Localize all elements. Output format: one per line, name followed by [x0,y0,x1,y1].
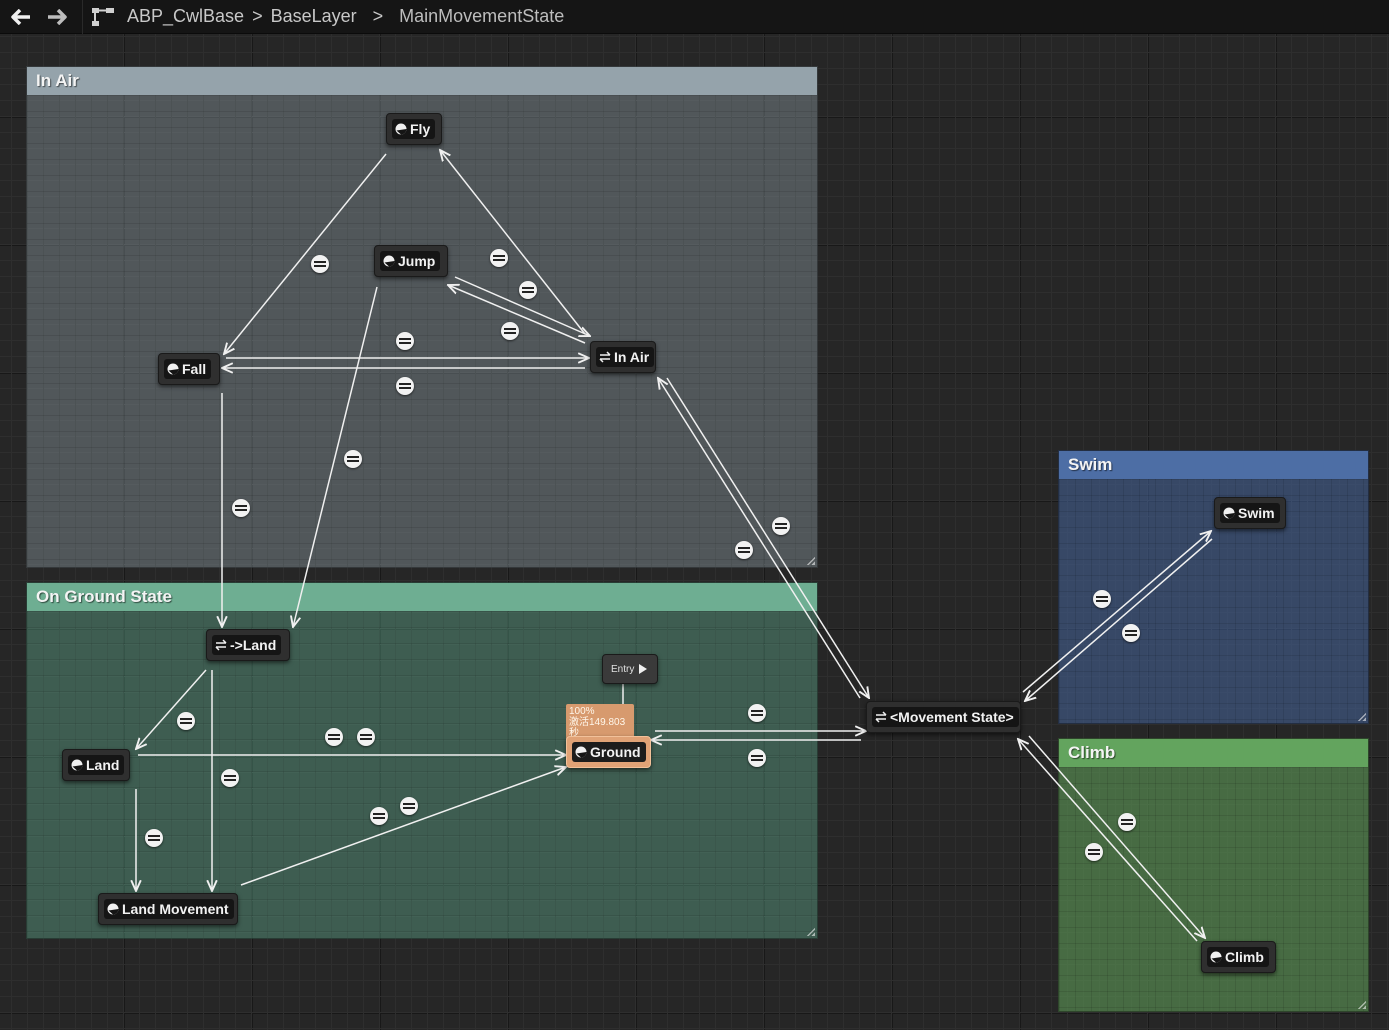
state-label: <Movement State> [890,709,1014,725]
state-label: Climb [1225,949,1264,965]
entry-label: Entry [611,663,635,675]
state-node-fly[interactable]: Fly [386,113,442,145]
transition-rule-icon[interactable] [325,728,343,746]
resize-handle[interactable] [806,927,815,936]
transition-movementstate-swim[interactable] [1022,531,1211,693]
transition-rule-icon[interactable] [501,322,519,340]
transition-rule-icon[interactable] [221,769,239,787]
comment-title[interactable]: Swim [1059,451,1368,479]
state-label: Land Movement [122,901,229,917]
breadcrumb-layer[interactable]: BaseLayer [270,6,357,26]
state-label: Ground [590,744,641,760]
state-node-land[interactable]: Land [62,749,130,781]
state-machine-icon [92,7,114,26]
state-node-jump[interactable]: Jump [374,245,448,277]
state-icon [1223,507,1235,519]
transition-rule-icon[interactable] [232,499,250,517]
transition-toland-land[interactable] [136,669,207,749]
entry-node[interactable]: Entry [602,654,658,684]
transition-inair-fly[interactable] [440,150,586,335]
resize-handle[interactable] [806,556,815,565]
toolbar-divider [82,0,83,34]
state-node-climb[interactable]: Climb [1201,941,1276,973]
state-icon [1210,951,1222,963]
comment-title[interactable]: In Air [27,67,817,95]
comment-on-ground-state[interactable]: On Ground State [26,582,818,939]
breadcrumb-anim-blueprint[interactable]: ABP_CwlBase [127,6,245,26]
transition-rule-icon[interactable] [1118,813,1136,831]
transition-rule-icon[interactable] [490,249,508,267]
state-node-land-movement[interactable]: Land Movement [98,893,238,925]
transition-rule-icon[interactable] [344,450,362,468]
transition-inair-jump[interactable] [448,285,586,344]
transition-landmovement-ground[interactable] [240,767,566,886]
transition-inair-movementstate[interactable] [666,377,869,698]
transition-rule-icon[interactable] [311,255,329,273]
state-label: Fly [410,121,431,137]
conduit-icon [875,711,887,723]
state-label: Swim [1238,505,1275,521]
transition-jump-toland[interactable] [293,286,378,627]
transition-rule-icon[interactable] [396,332,414,350]
conduit-node-to-land[interactable]: ->Land [206,629,290,661]
transition-rule-icon[interactable] [357,728,375,746]
state-icon [383,255,395,267]
state-label: In Air [614,349,650,365]
state-label: ->Land [230,637,277,653]
state-node-fall[interactable]: Fall [158,353,220,385]
conduit-icon [599,351,611,363]
state-icon [167,363,179,375]
breadcrumb-chevron-icon: > [372,6,384,26]
transition-rule-icon[interactable] [1122,624,1140,642]
state-node-ground[interactable]: Ground [566,736,651,768]
forward-arrow-icon [48,8,67,25]
transition-rule-icon[interactable] [370,807,388,825]
transition-rule-icon[interactable] [772,517,790,535]
transition-rule-icon[interactable] [400,797,418,815]
comment-in-air[interactable]: In Air [26,66,818,568]
back-arrow-icon [11,8,30,25]
resize-handle[interactable] [1357,1000,1366,1009]
transition-rule-icon[interactable] [177,712,195,730]
transition-rule-icon[interactable] [748,749,766,767]
forward-button[interactable] [42,2,72,32]
transition-rule-icon[interactable] [1085,843,1103,861]
comment-title[interactable]: Climb [1059,739,1368,767]
graph-breadcrumb-bar: ABP_CwlBase > BaseLayer > MainMovementSt… [0,0,1389,34]
active-state-weight-tooltip: 100% 激活149.803秒 [566,704,634,741]
transition-rule-icon[interactable] [396,377,414,395]
state-icon [575,746,587,758]
transition-rule-icon[interactable] [1093,590,1111,608]
transition-rule-icon[interactable] [748,704,766,722]
state-label: Land [86,757,120,773]
state-alias-node-movement-state[interactable]: <Movement State> [866,701,1021,733]
transition-rule-icon[interactable] [519,281,537,299]
breadcrumb-chevron-icon: > [252,6,263,26]
breadcrumb-state-machine[interactable]: MainMovementState [399,6,565,26]
comment-title[interactable]: On Ground State [27,583,817,611]
state-icon [71,759,83,771]
state-label: Fall [182,361,207,377]
transition-climb-movementstate[interactable] [1018,739,1198,942]
transition-swim-movementstate[interactable] [1025,538,1213,701]
conduit-node-in-air[interactable]: In Air [590,341,656,373]
active-weight: 100% [569,706,595,717]
transition-movementstate-climb[interactable] [1028,735,1205,938]
state-label: Jump [398,253,436,269]
back-button[interactable] [6,2,36,32]
transition-rule-icon[interactable] [735,541,753,559]
transition-fly-fall[interactable] [224,153,387,354]
transition-movementstate-inair[interactable] [658,378,861,699]
state-icon [395,123,407,135]
active-time: 激活149.803秒 [569,717,626,739]
state-icon [107,903,119,915]
play-arrow-icon [639,664,648,674]
resize-handle[interactable] [1357,712,1366,721]
transition-rule-icon[interactable] [145,829,163,847]
state-node-swim[interactable]: Swim [1214,497,1286,529]
conduit-icon [215,639,227,651]
transition-jump-inair[interactable] [454,276,590,336]
